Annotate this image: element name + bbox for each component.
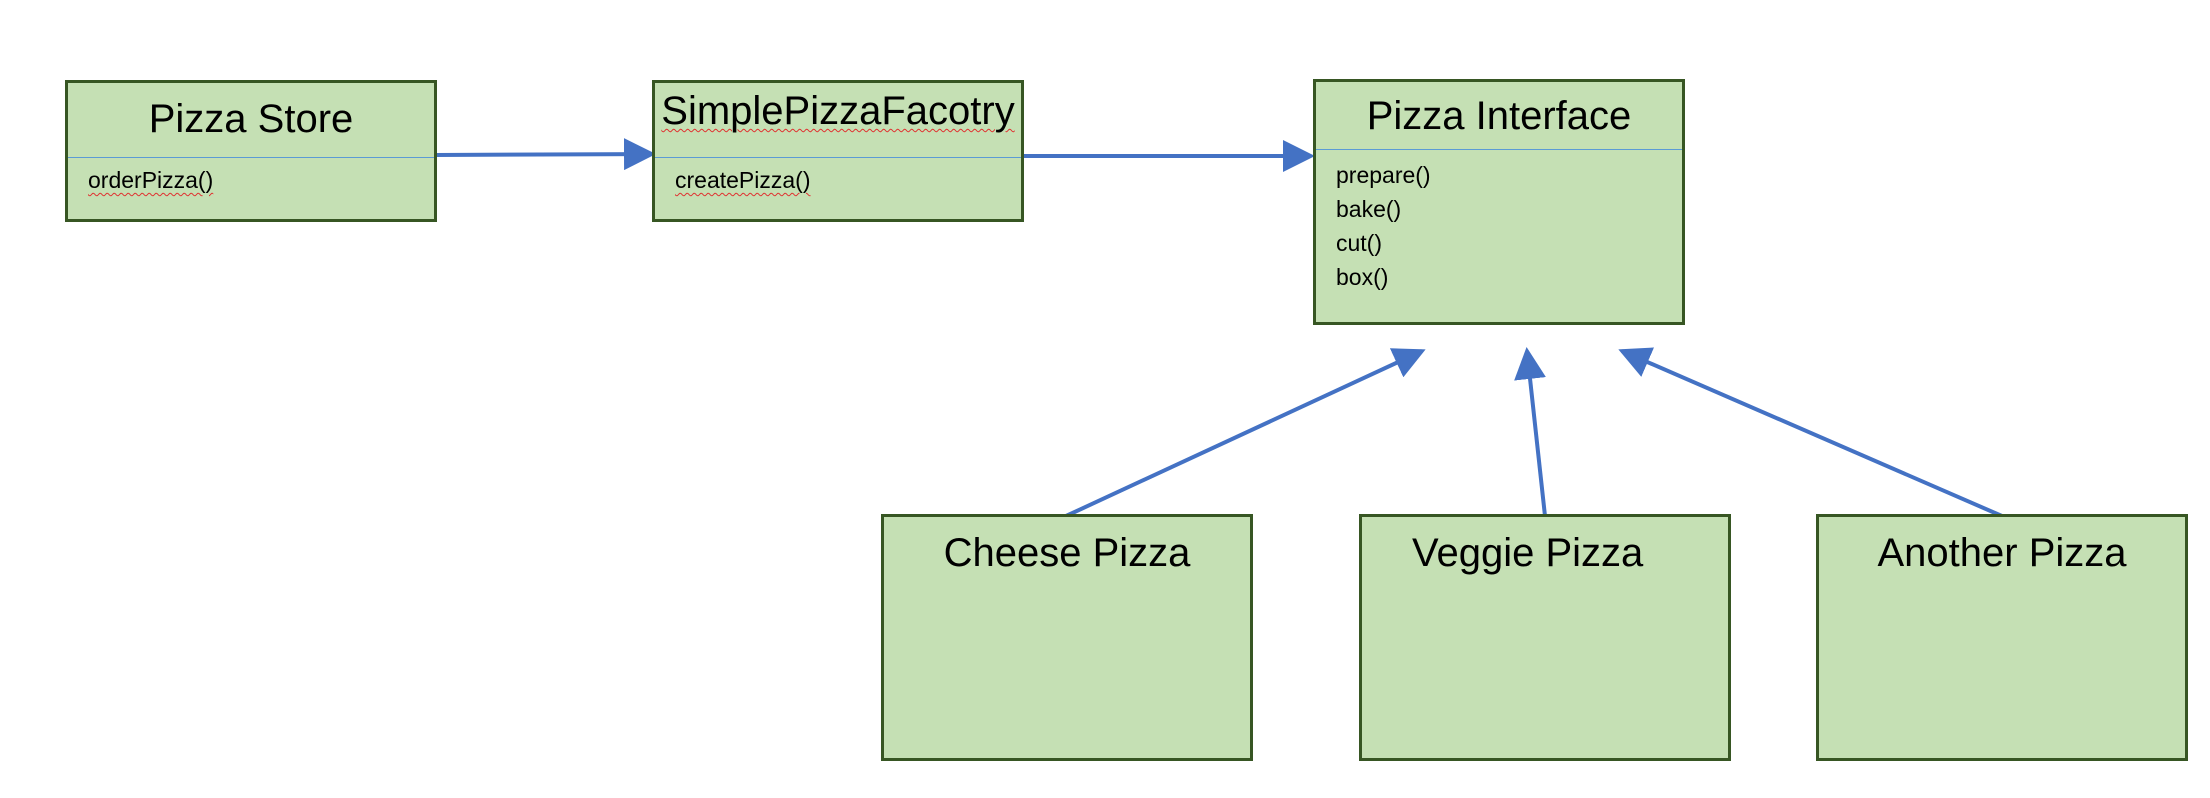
method-order-pizza: orderPizza() [88, 167, 214, 193]
class-title: Cheese Pizza [943, 531, 1191, 575]
method-bake: bake() [1336, 196, 1402, 222]
class-title: Another Pizza [1877, 531, 2127, 575]
arrow-veggie-to-interface [1514, 347, 1547, 517]
class-pizza-interface[interactable]: Pizza Interface prepare() bake() cut() b… [1313, 79, 1685, 325]
class-title: SimplePizzaFacotry [661, 89, 1015, 133]
class-title: Pizza Store [148, 97, 354, 141]
class-divider [655, 157, 1021, 158]
class-simple-pizza-factory[interactable]: SimplePizzaFacotry createPizza() [652, 80, 1024, 222]
class-cheese-pizza[interactable]: Cheese Pizza [881, 514, 1253, 761]
method-prepare: prepare() [1336, 162, 1431, 188]
class-divider [68, 157, 434, 158]
method-create-pizza: createPizza() [675, 167, 811, 193]
method-box: box() [1336, 264, 1389, 290]
class-divider [1316, 149, 1682, 150]
method-cut: cut() [1336, 230, 1382, 256]
arrow-another-to-interface [1618, 347, 2003, 518]
class-title: Pizza Interface [1366, 94, 1632, 138]
arrow-store-to-factory [435, 138, 656, 171]
arrow-cheese-to-interface [1065, 348, 1426, 518]
class-another-pizza[interactable]: Another Pizza [1816, 514, 2188, 761]
class-veggie-pizza[interactable]: Veggie Pizza [1359, 514, 1731, 761]
class-title: Veggie Pizza [1412, 531, 1644, 575]
class-pizza-store[interactable]: Pizza Store orderPizza() [65, 80, 437, 222]
